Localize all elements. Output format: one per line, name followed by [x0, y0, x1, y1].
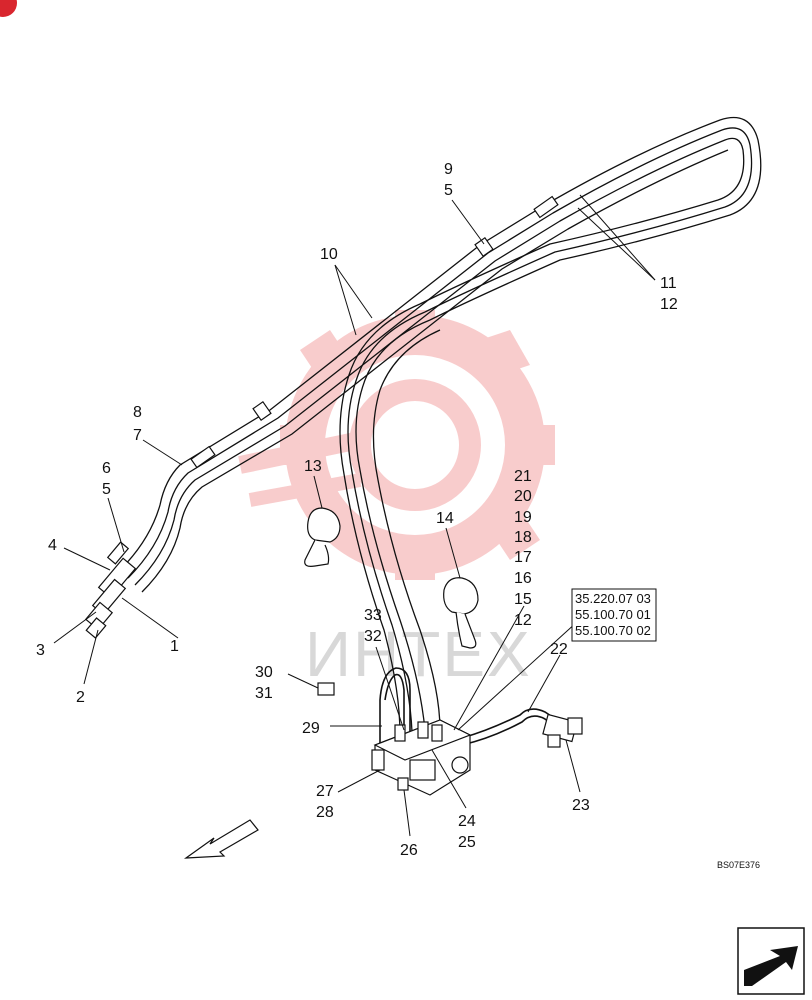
hose-lines	[119, 116, 762, 748]
callout-25: 25	[458, 834, 476, 851]
callout-27: 27	[316, 783, 334, 800]
callout-29: 29	[302, 720, 320, 737]
callout-12b: 12	[514, 612, 532, 629]
callout-3: 3	[36, 642, 45, 659]
callout-33: 33	[364, 607, 382, 624]
callout-24: 24	[458, 813, 476, 830]
reference-line-3: 55.100.70 02	[575, 623, 651, 638]
callout-18: 18	[514, 529, 532, 546]
callout-11: 11	[660, 275, 677, 292]
callout-5b: 5	[444, 182, 453, 199]
cap-part	[317, 682, 335, 696]
callout-9: 9	[444, 161, 453, 178]
reference-line-1: 35.220.07 03	[575, 591, 651, 606]
callout-30: 30	[255, 664, 273, 681]
callout-14: 14	[436, 510, 454, 527]
reference-box: 35.220.07 03 55.100.70 01 55.100.70 02	[571, 588, 657, 642]
corner-badge-icon	[0, 0, 17, 17]
callout-23: 23	[572, 797, 590, 814]
callout-2: 2	[76, 689, 85, 706]
callout-8: 8	[133, 404, 142, 421]
callout-13: 13	[304, 458, 322, 475]
watermark-gear-logo	[238, 310, 555, 580]
arrow-icon	[744, 946, 798, 986]
callout-4: 4	[48, 537, 57, 554]
callout-21: 21	[514, 468, 532, 485]
callout-28: 28	[316, 804, 334, 821]
callout-19: 19	[514, 509, 532, 526]
valve-block	[371, 719, 472, 796]
next-page-button[interactable]	[737, 927, 805, 995]
tee-fitting	[542, 713, 583, 748]
callout-6: 6	[102, 460, 111, 477]
callout-5a: 5	[102, 481, 111, 498]
callout-7: 7	[133, 427, 142, 444]
hose-clamps	[190, 195, 559, 469]
tag-13	[304, 507, 341, 567]
callouts: 1 2 3 4 5 6 7 8 9 5 10 11 12 13 14 21 20…	[36, 161, 678, 859]
watermark-text: ИНТЕХ	[305, 618, 532, 690]
leader-lines	[53, 194, 656, 837]
callout-22: 22	[550, 641, 568, 658]
callout-1: 1	[170, 638, 179, 655]
callout-31: 31	[255, 685, 273, 702]
quick-coupler-assembly	[84, 541, 137, 639]
reference-line-2: 55.100.70 01	[575, 607, 651, 622]
callout-17: 17	[514, 549, 532, 566]
drawing-code: BS07E376	[717, 860, 760, 870]
direction-arrow-icon	[183, 819, 259, 859]
callout-16: 16	[514, 570, 532, 587]
callout-32: 32	[364, 628, 382, 645]
callout-15: 15	[514, 591, 532, 608]
tag-14	[443, 577, 479, 649]
callout-26: 26	[400, 842, 418, 859]
callout-12a: 12	[660, 296, 678, 313]
callout-20: 20	[514, 488, 532, 505]
callout-10: 10	[320, 246, 338, 263]
